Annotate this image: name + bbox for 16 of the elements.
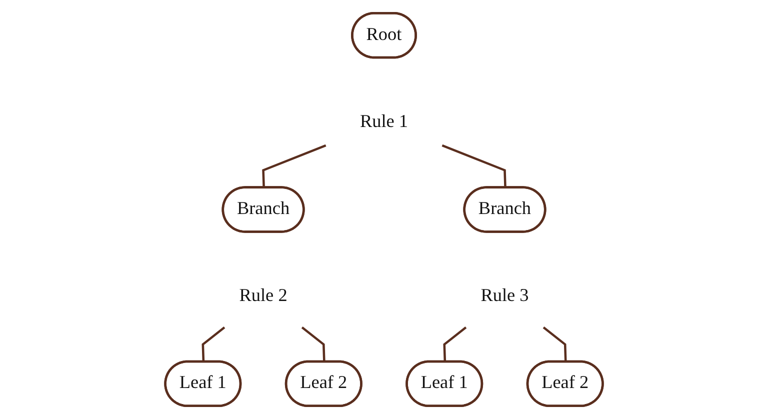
- connector-line: [262, 144, 326, 188]
- connector-line: [301, 326, 326, 362]
- rule-label: Rule 3: [480, 286, 529, 306]
- ellipse-node: Root: [351, 12, 417, 59]
- rule-label: Rule 2: [239, 286, 288, 306]
- connector-line: [202, 326, 226, 362]
- connector-line: [443, 326, 467, 362]
- ellipse-node: Branch: [463, 186, 546, 233]
- ellipse-node: Leaf 2: [284, 360, 362, 408]
- ellipse-node: Branch: [222, 186, 305, 233]
- ellipse-node: Leaf 1: [164, 360, 242, 408]
- rule-label: Rule 1: [360, 112, 408, 132]
- ellipse-node: Leaf 1: [406, 360, 484, 408]
- connector-line: [442, 144, 506, 188]
- ellipse-node: Leaf 2: [526, 360, 604, 408]
- connector-line: [542, 326, 567, 362]
